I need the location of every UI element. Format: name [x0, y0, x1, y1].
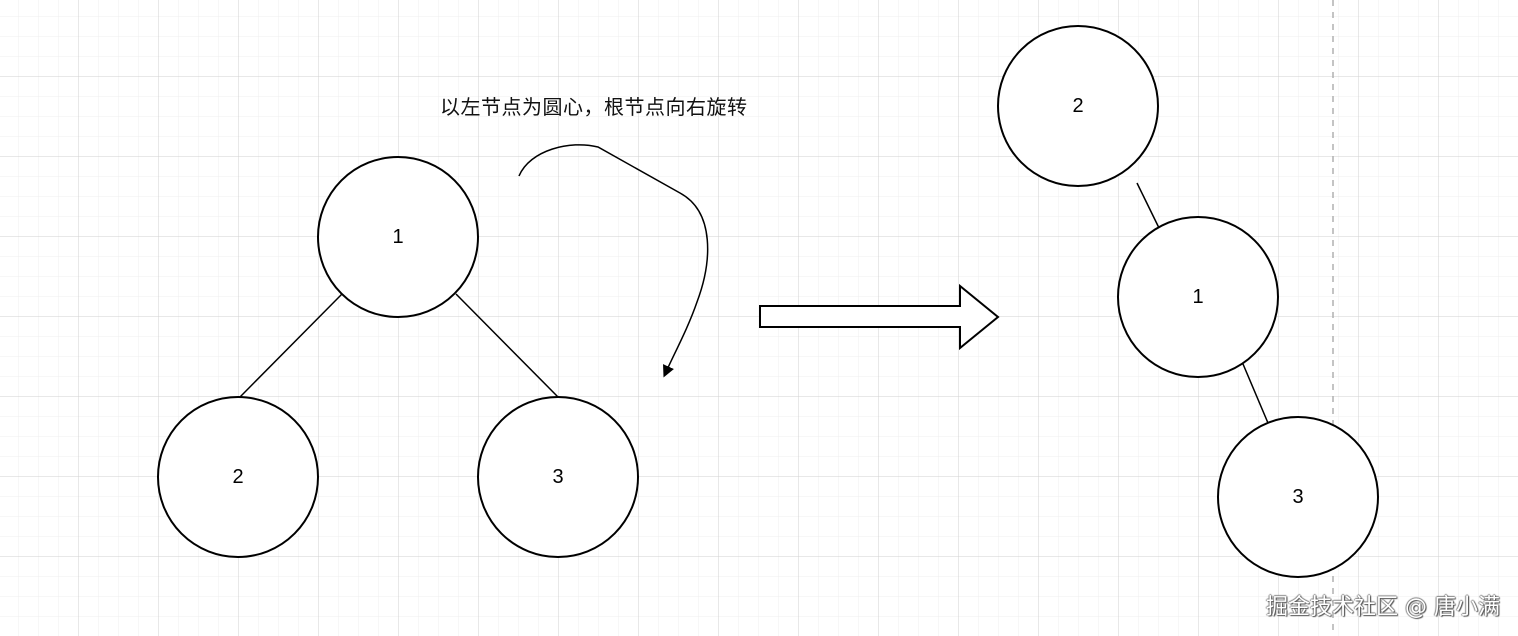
transform-arrow-icon [759, 283, 1000, 351]
node-circle [157, 396, 319, 558]
before-tree-edges [239, 293, 559, 398]
node-label: 2 [1072, 95, 1084, 117]
node-label: 3 [1292, 486, 1304, 508]
edge-1-2 [239, 293, 343, 398]
edge-1-3 [455, 293, 559, 398]
node-circle [1217, 416, 1379, 578]
edge-2-1 [1136, 182, 1161, 231]
rotation-caption: 以左节点为圆心，根节点向右旋转 [440, 95, 748, 119]
node-circle [477, 396, 639, 558]
node-label: 1 [1192, 286, 1204, 308]
before-tree-nodes [157, 156, 639, 558]
edge-1-3 [1242, 363, 1269, 424]
node-circle [1117, 216, 1279, 378]
watermark: 掘金技术社区 @ 唐小满 [1266, 595, 1500, 620]
node-circle [997, 25, 1159, 187]
node-circle [317, 156, 479, 318]
after-tree-nodes [997, 25, 1379, 578]
rotation-arrow-icon [518, 144, 709, 378]
node-label: 1 [392, 226, 404, 248]
node-label: 2 [232, 466, 244, 488]
after-tree-edges [1136, 182, 1269, 424]
node-label: 3 [552, 466, 564, 488]
